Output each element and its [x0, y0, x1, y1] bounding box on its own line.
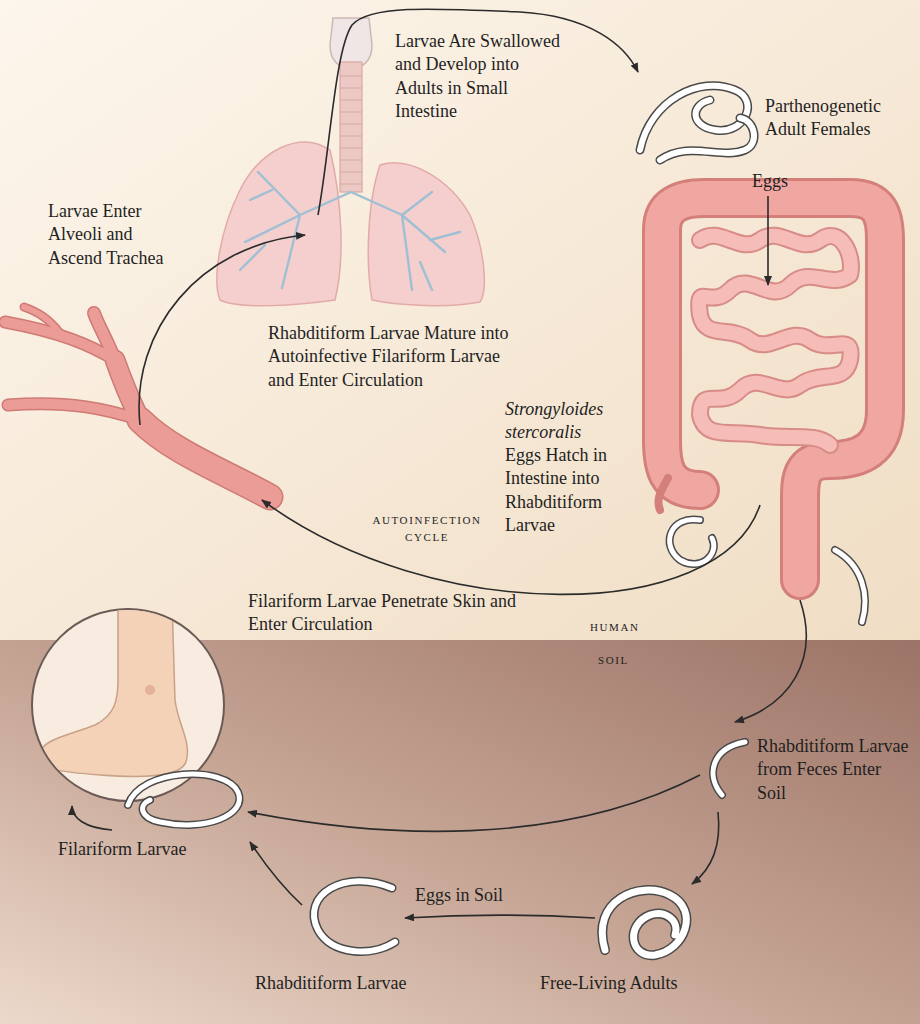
- label-slot: Rhabditiform Larvae from Feces Enter Soi…: [757, 735, 909, 805]
- foot: [145, 685, 155, 695]
- region-name: HUMAN: [590, 621, 640, 633]
- region-name: SOIL: [598, 654, 629, 666]
- intestine: [662, 198, 885, 580]
- intestine: [699, 236, 851, 445]
- worms: [670, 519, 714, 564]
- label-slot: AUTOINFECTION CYCLE: [362, 512, 492, 545]
- arrow-note: Eggs: [752, 170, 812, 193]
- label-slot: Filariform Larvae Penetrate Skin and Ent…: [248, 590, 538, 637]
- worms: [128, 774, 239, 825]
- label-slot: Strongyloides stercoralis: [505, 398, 633, 445]
- soil-arrow: [248, 775, 700, 831]
- worms: [602, 890, 686, 955]
- worms: [640, 86, 748, 150]
- bronchi: [240, 172, 460, 290]
- worms: [314, 881, 395, 951]
- worms: [660, 118, 754, 160]
- worms: [835, 550, 865, 622]
- worms: [670, 519, 714, 564]
- stage-label: Eggs Hatch in Intestine into Rhabditifor…: [505, 444, 633, 538]
- feces-arrow: [735, 600, 806, 722]
- trachea: [340, 62, 362, 192]
- stage-label: Rhabditiform Larvae Mature into Autoinfe…: [268, 322, 520, 392]
- arrow-note: Eggs in Soil: [415, 884, 525, 907]
- label-slot: Free-Living Adults: [540, 972, 740, 995]
- stage-label: Filariform Larvae: [58, 838, 228, 861]
- blood-vessel: [5, 322, 115, 360]
- lung-right: [217, 142, 341, 306]
- eggs-arrow: [767, 196, 769, 285]
- trachea-arrow: [318, 9, 638, 215]
- worms: [128, 86, 865, 956]
- foot: [40, 600, 188, 777]
- lung-left: [368, 163, 484, 306]
- stage-label: Rhabditiform Larvae from Feces Enter Soi…: [757, 735, 909, 805]
- worms: [128, 774, 239, 825]
- worms: [713, 742, 745, 795]
- blood-vessel: [8, 404, 140, 420]
- cycle-arrows: [72, 9, 806, 918]
- autoinfection-arrow: [262, 500, 760, 594]
- stage-label: Parthenogenetic Adult Females: [765, 95, 910, 142]
- free-living-arrow: [692, 812, 719, 884]
- stage-label: Free-Living Adults: [540, 972, 740, 995]
- stage-label: Larvae Are Swallowed and Develop into Ad…: [395, 30, 567, 124]
- species-name: Strongyloides stercoralis: [505, 398, 633, 445]
- molt-arrow: [250, 842, 302, 905]
- stage-label: Rhabditiform Larvae: [255, 972, 455, 995]
- label-slot: Rhabditiform Larvae Mature into Autoinfe…: [268, 322, 520, 392]
- intestine: [662, 198, 885, 580]
- label-slot: Eggs: [752, 170, 812, 193]
- worms: [713, 742, 745, 795]
- blood-vessel: [5, 307, 270, 497]
- foot: [40, 600, 188, 777]
- label-slot: Larvae Are Swallowed and Develop into Ad…: [395, 30, 567, 124]
- blood-vessel: [24, 307, 60, 333]
- label-slot: Eggs in Soil: [415, 884, 525, 907]
- label-slot: Filariform Larvae: [58, 838, 228, 861]
- label-slot: Larvae Enter Alveoli and Ascend Trachea: [48, 200, 166, 270]
- worms: [640, 86, 748, 150]
- stage-label: Filariform Larvae Penetrate Skin and Ent…: [248, 590, 538, 637]
- human-ground: [0, 0, 920, 640]
- appendix: [658, 478, 668, 510]
- blood-vessel: [140, 420, 270, 497]
- label-slot: Rhabditiform Larvae: [255, 972, 455, 995]
- label-slot: Eggs Hatch in Intestine into Rhabditifor…: [505, 444, 633, 538]
- worms: [835, 550, 865, 622]
- blood-vessel: [8, 404, 140, 420]
- intestine: [658, 198, 885, 580]
- blood-vessel: [140, 420, 270, 497]
- trachea-rings: [340, 76, 362, 184]
- worms: [660, 118, 754, 160]
- eggs-soil-arrow: [405, 915, 595, 918]
- intestine: [699, 236, 851, 445]
- worms: [314, 881, 395, 951]
- cycle-name: AUTOINFECTION CYCLE: [362, 512, 492, 545]
- worms: [602, 890, 686, 955]
- skin-arrow: [72, 806, 112, 830]
- soil-band: SOIL: [0, 640, 920, 1024]
- label-slot: Parthenogenetic Adult Females: [765, 95, 910, 142]
- stage-label: Larvae Enter Alveoli and Ascend Trachea: [48, 200, 166, 270]
